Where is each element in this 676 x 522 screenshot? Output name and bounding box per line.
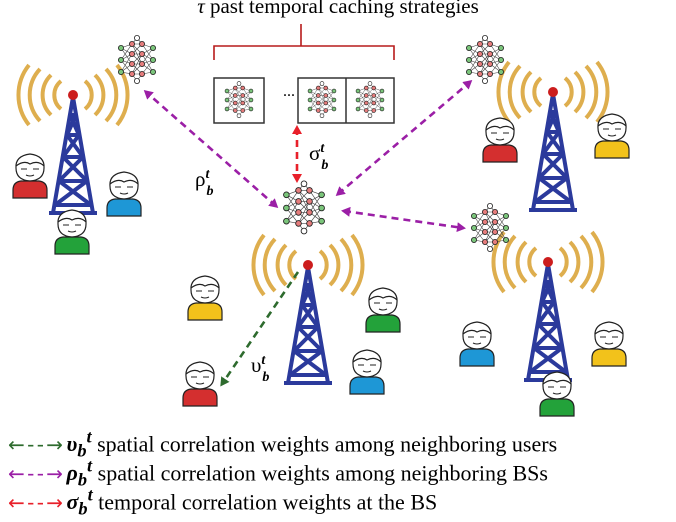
legend-bss-text: spatial correlation weights among neighb… <box>97 460 548 486</box>
user-icon <box>187 275 223 321</box>
base-station-icon <box>491 230 605 382</box>
user-icon <box>182 361 218 407</box>
neural-network-icon <box>283 180 325 235</box>
past-strategies-panel: ... <box>213 77 395 124</box>
legend-rho-symbol: ρbt <box>66 456 93 490</box>
legend-users: ← - - → υbt spatial correlation weights … <box>8 427 557 462</box>
user-icon <box>349 349 385 395</box>
legend-green-arrow: ← - - → <box>8 432 63 457</box>
user-icon <box>459 321 495 367</box>
user-icon <box>106 171 142 217</box>
caption-text: past temporal caching strategies <box>209 0 479 18</box>
legend-bss: ← - - → ρbt spatial correlation weights … <box>8 456 548 491</box>
ellipsis-text: ... <box>283 83 295 100</box>
rho-arrow-right <box>341 206 466 233</box>
legend-temporal: ← - - → σbt temporal correlation weights… <box>8 485 437 520</box>
user-icon <box>594 113 630 159</box>
user-icon <box>54 209 90 255</box>
user-icon <box>482 117 518 163</box>
user-icon <box>591 321 627 367</box>
tau-symbol: τ <box>197 0 205 18</box>
neural-network-icon <box>470 202 510 253</box>
rho-arrow-topleft <box>143 90 279 208</box>
base-station-icon <box>251 233 365 385</box>
upsilon-label: υbt <box>251 353 269 385</box>
upsilon-arrow <box>220 271 300 387</box>
legend-purple-arrow: ← - - → <box>8 461 63 486</box>
user-icon <box>365 287 401 333</box>
sigma-label: σbt <box>309 141 328 173</box>
neural-network-icon <box>465 35 505 84</box>
legend-sigma-symbol: σbt <box>66 485 93 519</box>
legend-users-text: spatial correlation weights among neighb… <box>97 431 558 457</box>
legend-red-arrow: ← - - → <box>8 490 63 515</box>
rho-arrow-topright <box>335 80 473 196</box>
base-station-icon <box>496 60 610 212</box>
user-icon <box>539 371 575 417</box>
rho-label: ρbt <box>195 167 213 199</box>
legend-temporal-text: temporal correlation weights at the BS <box>98 489 438 515</box>
legend-upsilon-symbol: υbt <box>66 427 92 461</box>
caption-bracket <box>213 24 395 60</box>
user-icon <box>12 153 48 199</box>
top-caption: τ past temporal caching strategies <box>0 0 676 19</box>
